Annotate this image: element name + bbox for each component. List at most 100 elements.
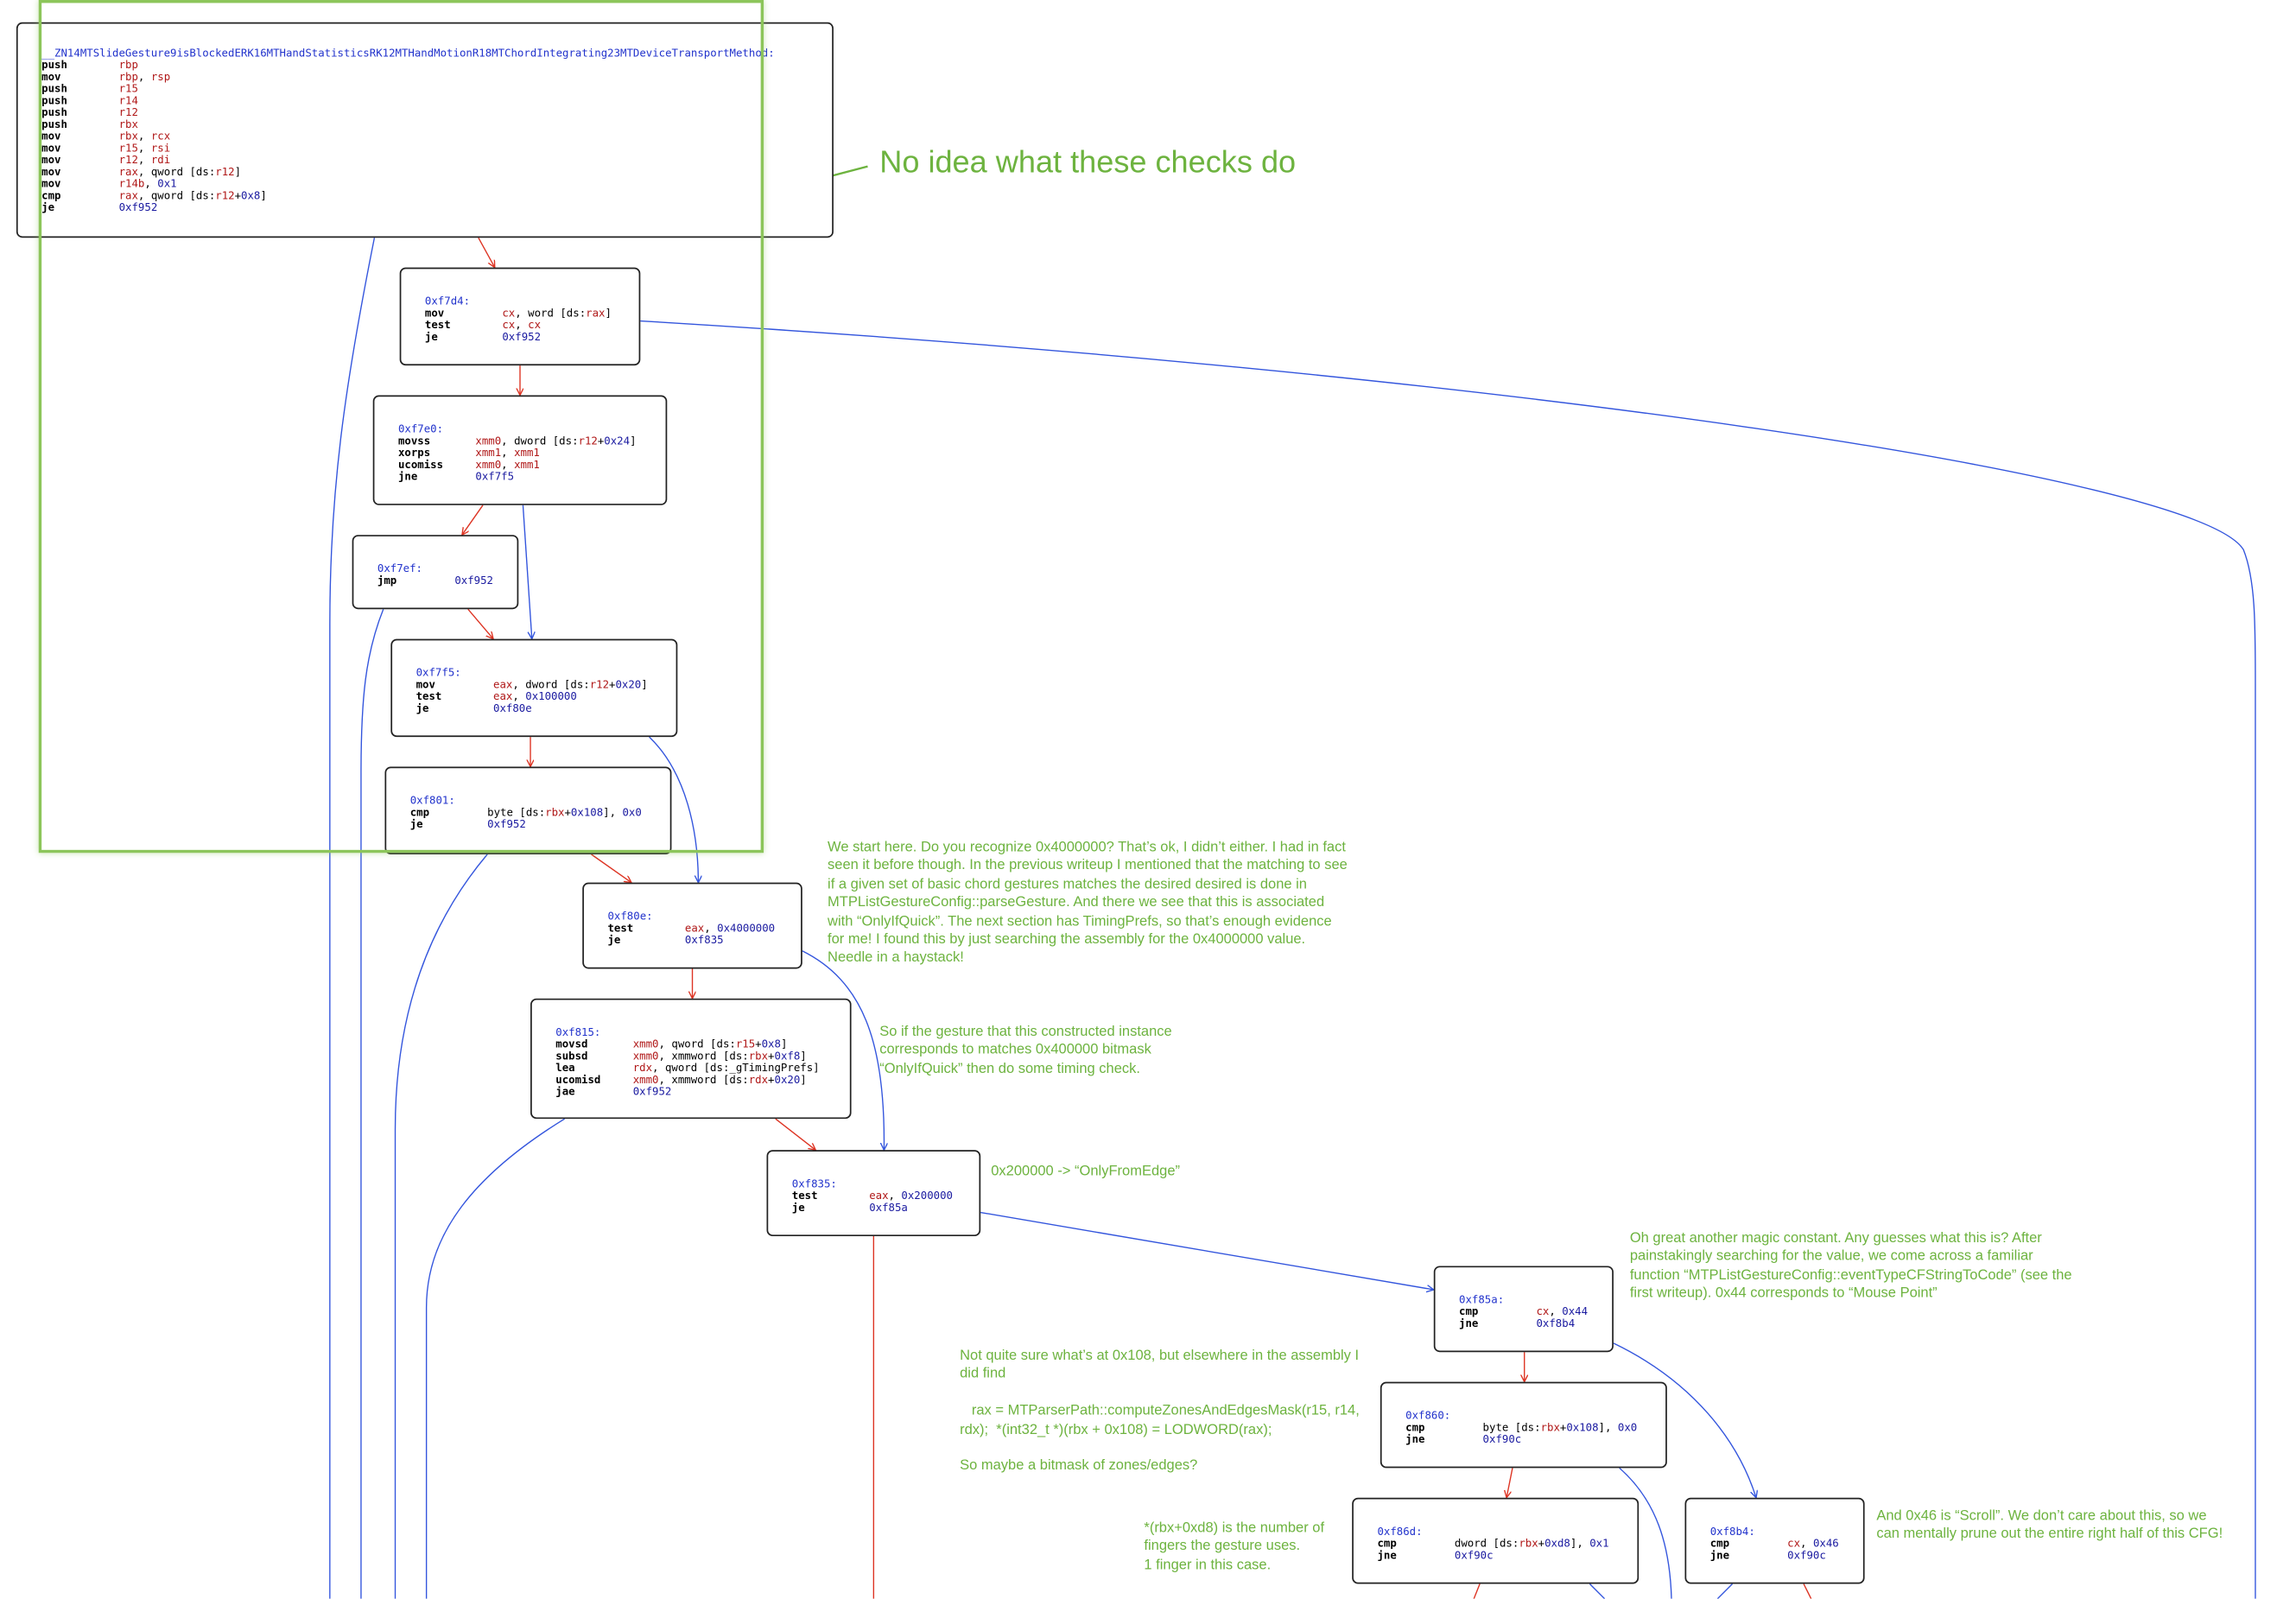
instruction: cmp byte [ds:rbx+0x108], 0x0: [409, 805, 670, 819]
mnemonic: push: [41, 93, 67, 107]
mnemonic: mov: [41, 141, 61, 155]
edge-f835-f85a: [980, 1211, 1434, 1290]
edge-f7d4-right: [640, 320, 2256, 1599]
mnemonic: mov: [41, 129, 61, 143]
edge-f8b4-down: [1803, 1583, 1812, 1599]
highlight-box: [38, 0, 764, 853]
note-magic: Oh great another magic constant. Any gue…: [1629, 1230, 2072, 1303]
instruction: cmp rax, qword [ds:r12+0x8]: [41, 188, 832, 202]
mnemonic: test: [791, 1189, 818, 1202]
note-fingers: *(rbx+0xd8) is the number of fingers the…: [1144, 1520, 1325, 1574]
operands: rax, qword [ds:r12]: [118, 164, 242, 179]
block-address: 0xf835:: [791, 1177, 837, 1190]
instruction: test eax, 0x200000: [792, 1190, 980, 1202]
edge-f7ef-left: [360, 608, 384, 1599]
operands: 0xf952: [632, 1084, 672, 1099]
mnemonic: ucomiss: [397, 457, 444, 472]
operands: 0xf90c: [1454, 1548, 1494, 1562]
operands: r15, rsi: [118, 141, 171, 155]
operands: cx, word [ds:rax]: [502, 306, 612, 320]
note-checks: No idea what these checks do: [879, 145, 1297, 181]
mnemonic: jne: [397, 469, 418, 483]
operands: r14: [118, 93, 138, 107]
operands: xmm0, dword [ds:r12+0x24]: [475, 434, 637, 447]
mnemonic: movss: [397, 434, 431, 447]
edge-f815-left: [425, 1118, 565, 1599]
operands: r12: [118, 105, 138, 119]
operands: 0xf952: [454, 573, 493, 587]
block-address: __ZN14MTSlideGesture9isBlockedERK16MTHan…: [41, 46, 775, 60]
edge-f7e0-f7f5: [522, 504, 531, 639]
operands: rbp: [118, 58, 138, 72]
mnemonic: mov: [41, 153, 61, 167]
operands: 0xf7f5: [475, 469, 515, 483]
block-address: 0xf8b4:: [1709, 1524, 1755, 1539]
block-address: 0xf815:: [555, 1025, 601, 1039]
instruction: jae 0xf952: [555, 1084, 850, 1099]
operands: r12, rdi: [118, 153, 171, 167]
instruction: mov rax, qword [ds:r12]: [41, 164, 832, 179]
block-address: 0xf7ef:: [377, 562, 422, 575]
block-entry: __ZN14MTSlideGesture9isBlockedERK16MTHan…: [16, 22, 834, 238]
operands: 0xf835: [684, 933, 724, 947]
mnemonic: mov: [41, 176, 61, 191]
mnemonic: cmp: [409, 805, 430, 819]
mnemonic: mov: [41, 164, 61, 179]
operands: rdx, qword [ds:_gTimingPrefs]: [632, 1061, 820, 1075]
operands: cx, 0x44: [1536, 1304, 1589, 1318]
mnemonic: mov: [424, 306, 445, 320]
operands: eax, 0x200000: [869, 1189, 953, 1202]
edge-f860-f86d: [1506, 1468, 1513, 1497]
operands: 0xf952: [502, 329, 542, 344]
edge-f801-left: [394, 853, 488, 1599]
note-zones: Not quite sure what’s at 0x108, but else…: [960, 1348, 1360, 1475]
operands: xmm0, xmmword [ds:rdx+0x20]: [632, 1072, 807, 1087]
mnemonic: ucomisd: [555, 1072, 601, 1087]
mnemonic: subsd: [555, 1049, 588, 1063]
block-address: 0xf7d4:: [424, 294, 471, 308]
mnemonic: test: [607, 921, 634, 935]
mnemonic: je: [415, 701, 429, 715]
edge-f86d-down: [1473, 1583, 1481, 1599]
operands: eax, 0x4000000: [684, 921, 776, 935]
instruction: jne 0xf7f5: [397, 469, 666, 483]
mnemonic: jne: [1709, 1548, 1730, 1562]
operands: rax, qword [ds:r12+0x8]: [118, 188, 267, 202]
edge-f815-f835: [775, 1118, 815, 1150]
operands: dword [ds:rbx+0xd8], 0x1: [1454, 1536, 1609, 1550]
block-address: 0xf85a:: [1459, 1292, 1505, 1306]
mnemonic: movsd: [555, 1037, 588, 1051]
mnemonic: push: [41, 105, 67, 119]
mnemonic: jae: [555, 1084, 575, 1099]
mnemonic: push: [41, 81, 67, 96]
instruction: push r14: [41, 93, 832, 107]
operands: rbx, rcx: [118, 129, 171, 143]
mnemonic: test: [415, 689, 442, 703]
mnemonic: cmp: [41, 188, 61, 202]
edge-f801-f80e: [591, 853, 631, 883]
operands: byte [ds:rbx+0x108], 0x0: [487, 805, 642, 819]
mnemonic: je: [424, 329, 438, 344]
operands: 0xf85a: [869, 1200, 908, 1215]
mnemonic: push: [41, 117, 67, 131]
